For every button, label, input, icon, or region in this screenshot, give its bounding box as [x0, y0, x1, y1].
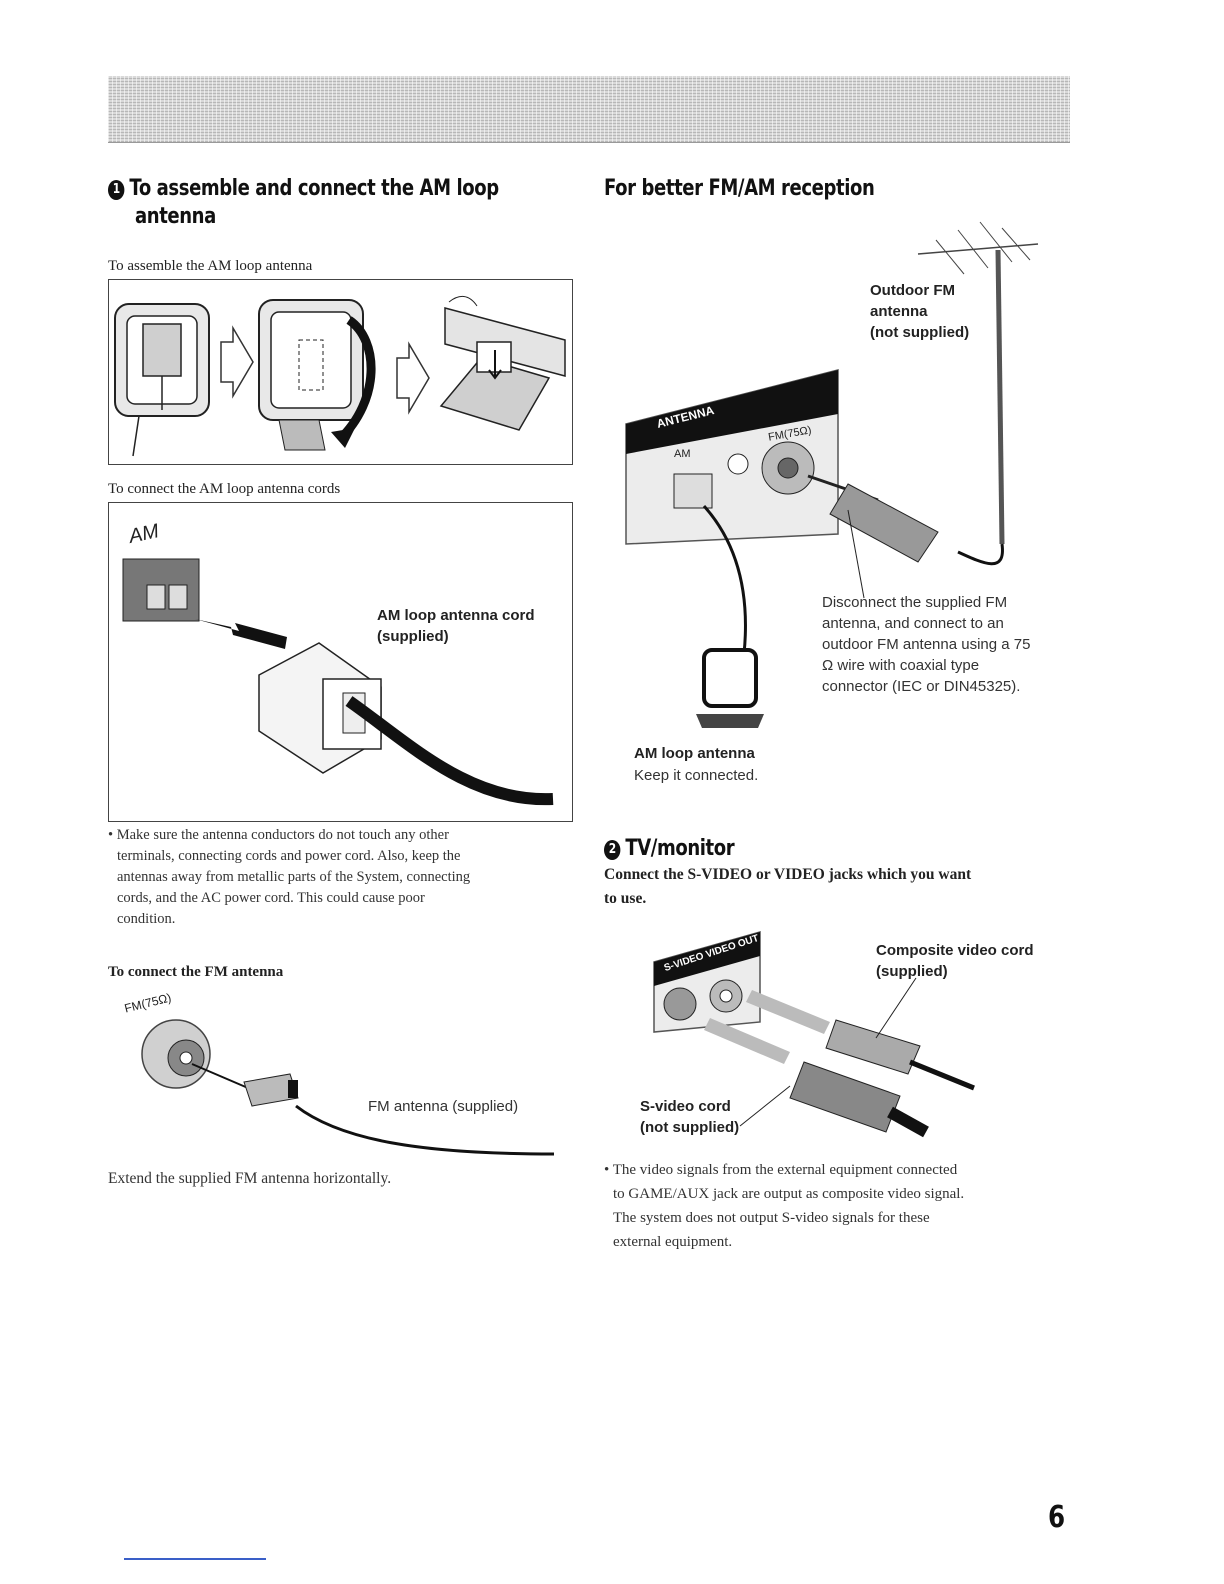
svideo-label-line2: (not supplied) [640, 1119, 740, 1136]
am-loop-sub: Keep it connected. [634, 767, 759, 784]
antenna-note: • Make sure the antenna conductors do no… [108, 825, 578, 930]
disconnect-line-4: Ω wire with coaxial type [822, 657, 980, 674]
section-title-line2: antenna [135, 204, 216, 229]
am-cord-label-line1: AM loop antenna cord [377, 607, 535, 624]
disconnect-line-3: outdoor FM antenna using a 75 [822, 636, 1031, 653]
reception-figure: ANTENNA AM FM(75Ω) Outdoor FM antenna (n… [618, 214, 1078, 794]
disconnect-note: Disconnect the supplied FM antenna, and … [822, 592, 1030, 697]
assemble-caption: To assemble the AM loop antenna [108, 258, 313, 274]
am-cord-label-line2: (supplied) [377, 628, 449, 645]
note-line-5: condition. [117, 911, 176, 927]
note-line-4: cords, and the AC power cord. This could… [117, 890, 425, 906]
fm-antenna-label: FM antenna (supplied) [368, 1098, 519, 1115]
header-banner [108, 76, 1070, 143]
outdoor-label-line1: Outdoor FM [870, 282, 955, 299]
tv-title-text: TV/monitor [625, 836, 735, 861]
disconnect-line-5: connector (IEC or DIN45325). [822, 678, 1021, 695]
reception-illustration [625, 221, 1039, 728]
composite-label-line2: (supplied) [876, 963, 948, 980]
step-number-2: 2 [604, 840, 621, 860]
tv-note-line-2: to GAME/AUX jack are output as composite… [613, 1186, 965, 1202]
outdoor-label-line3: (not supplied) [870, 324, 970, 341]
section-title-line1: To assemble and connect the AM loop [129, 176, 499, 201]
connect-illustration [122, 558, 554, 806]
composite-label-line1: Composite video cord [876, 942, 1034, 959]
am-loop-label: AM loop antenna [634, 745, 755, 762]
reception-title: For better FM/AM reception [604, 176, 875, 201]
fm-figure: FM(75Ω) FM antenna (supplied) [120, 990, 560, 1160]
assemble-figure [108, 279, 573, 465]
tv-illustration [653, 931, 975, 1138]
connect-figure: AM AM loop antenna cord (supplied) [108, 502, 573, 822]
tv-instruction-line2: to use. [604, 890, 647, 907]
tv-note: • The video signals from the external eq… [604, 1158, 1074, 1254]
note-line-3: antennas away from metallic parts of the… [117, 869, 471, 885]
tv-note-line-3: The system does not output S-video signa… [613, 1210, 930, 1226]
tv-note-line-4: external equipment. [613, 1234, 733, 1250]
assemble-illustration [114, 296, 566, 457]
note-line-1: • Make sure the antenna conductors do no… [108, 827, 449, 843]
tv-figure: S-VIDEO VIDEO OUT Composite video cord (… [640, 926, 1080, 1146]
page-number: 6 [1048, 1500, 1065, 1535]
fm-illustration [141, 1019, 555, 1156]
note-line-2: terminals, connecting cords and power co… [117, 848, 461, 864]
svideo-label-line1: S-video cord [640, 1098, 731, 1115]
step-number-1: 1 [108, 180, 125, 200]
outdoor-label-line2: antenna [870, 303, 928, 320]
tv-instruction-line1: Connect the S-VIDEO or VIDEO jacks which… [604, 866, 972, 883]
footer-rule [124, 1558, 266, 1560]
disconnect-line-2: antenna, and connect to an [822, 615, 1004, 632]
disconnect-line-1: Disconnect the supplied FM [822, 594, 1008, 611]
tv-note-line-1: • The video signals from the external eq… [604, 1162, 958, 1178]
fm-caption: To connect the FM antenna [108, 964, 284, 980]
connect-caption: To connect the AM loop antenna cords [108, 481, 341, 497]
fm-extend-note: Extend the supplied FM antenna horizonta… [108, 1170, 392, 1187]
panel-am-label: AM [674, 448, 691, 460]
